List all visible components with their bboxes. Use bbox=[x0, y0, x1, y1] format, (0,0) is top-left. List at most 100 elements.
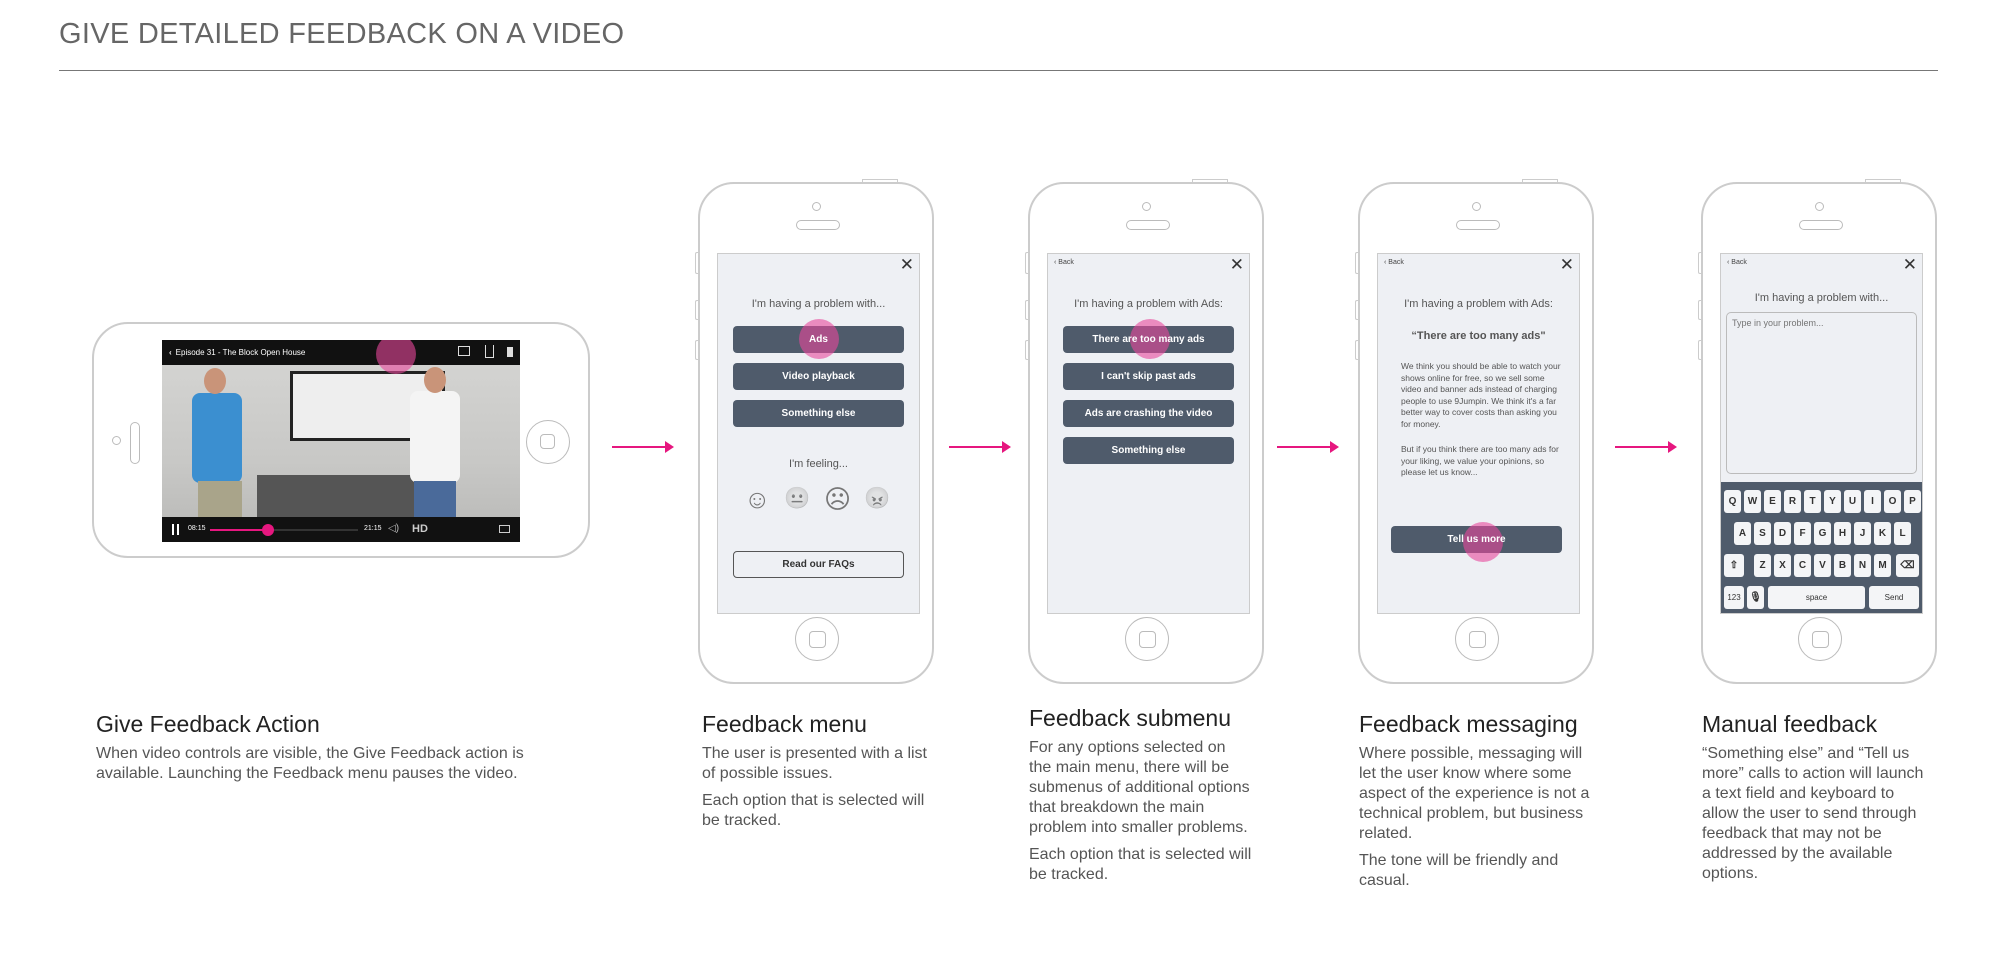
landscape-phone: ‹Episode 31 - The Block Open House 08:15… bbox=[92, 322, 590, 558]
episode-title: Episode 31 - The Block Open House bbox=[175, 348, 306, 357]
hd-toggle[interactable]: HD bbox=[412, 523, 428, 535]
bookmark-icon[interactable] bbox=[507, 347, 513, 357]
close-icon[interactable]: ✕ bbox=[899, 255, 914, 274]
pause-icon[interactable] bbox=[172, 524, 179, 535]
caption-line: that breakdown the main bbox=[1029, 799, 1205, 816]
speaker bbox=[1799, 220, 1843, 230]
caption-line: “Something else” and “Tell us bbox=[1702, 745, 1910, 762]
seek-handle[interactable] bbox=[261, 524, 274, 536]
camera bbox=[112, 436, 121, 445]
page-title: GIVE DETAILED FEEDBACK ON A VIDEO bbox=[59, 18, 625, 50]
caption-line: be tracked. bbox=[1029, 866, 1109, 883]
caption-line: feedback that may not be bbox=[1702, 825, 1882, 842]
microphone-icon[interactable]: 🎙 bbox=[1747, 586, 1764, 609]
option-cant-skip-ads-button[interactable]: I can't skip past ads bbox=[1063, 363, 1234, 390]
back-button[interactable]: ‹ Back bbox=[1054, 259, 1074, 266]
key-e[interactable]: E bbox=[1764, 490, 1781, 513]
key-f[interactable]: F bbox=[1794, 522, 1811, 545]
key-m[interactable]: M bbox=[1874, 554, 1891, 577]
feedback-icon[interactable] bbox=[458, 346, 470, 356]
key-z[interactable]: Z bbox=[1754, 554, 1771, 577]
angry-face-icon[interactable]: 😠 bbox=[864, 487, 891, 510]
delete-key-icon[interactable]: ⌫ bbox=[1896, 554, 1919, 577]
option-video-playback-button[interactable]: Video playback bbox=[733, 363, 904, 390]
caption-line: problem into smaller problems. bbox=[1029, 819, 1248, 836]
option-ads-crashing-button[interactable]: Ads are crashing the video bbox=[1063, 400, 1234, 427]
key-w[interactable]: W bbox=[1744, 490, 1761, 513]
key-o[interactable]: O bbox=[1884, 490, 1901, 513]
caption-line: allow the user to send through bbox=[1702, 805, 1917, 822]
home-button bbox=[1125, 617, 1169, 661]
key-i[interactable]: I bbox=[1864, 490, 1881, 513]
speaker bbox=[796, 220, 840, 230]
numbers-key[interactable]: 123 bbox=[1724, 586, 1744, 609]
send-key[interactable]: Send bbox=[1869, 586, 1919, 609]
key-x[interactable]: X bbox=[1774, 554, 1791, 577]
option-something-else-button[interactable]: Something else bbox=[1063, 437, 1234, 464]
back-button[interactable]: ‹ Back bbox=[1384, 259, 1404, 266]
caption-line: For any options selected on bbox=[1029, 739, 1226, 756]
problem-text-field[interactable] bbox=[1726, 312, 1917, 474]
flow-arrow bbox=[949, 441, 1011, 453]
option-ads-label: Ads bbox=[809, 334, 828, 345]
key-n[interactable]: N bbox=[1854, 554, 1871, 577]
key-j[interactable]: J bbox=[1854, 522, 1871, 545]
key-g[interactable]: G bbox=[1814, 522, 1831, 545]
key-l[interactable]: L bbox=[1894, 522, 1911, 545]
key-y[interactable]: Y bbox=[1824, 490, 1841, 513]
read-faqs-button[interactable]: Read our FAQs bbox=[733, 551, 904, 578]
player-top-bar: ‹Episode 31 - The Block Open House bbox=[162, 340, 520, 365]
share-icon[interactable] bbox=[485, 345, 494, 358]
key-t[interactable]: T bbox=[1804, 490, 1821, 513]
key-k[interactable]: K bbox=[1874, 522, 1891, 545]
space-key[interactable]: space bbox=[1768, 586, 1865, 609]
caption-manual-feedback: Manual feedback“Something else” and “Tel… bbox=[1702, 711, 1923, 891]
key-b[interactable]: B bbox=[1834, 554, 1851, 577]
seek-progress bbox=[210, 529, 268, 531]
caption-title: Give Feedback Action bbox=[96, 711, 320, 737]
key-v[interactable]: V bbox=[1814, 554, 1831, 577]
sad-face-icon[interactable]: ☹ bbox=[824, 484, 852, 514]
manual-feedback-screen: ‹ Back ✕ I'm having a problem with... QW… bbox=[1720, 253, 1923, 614]
back-icon[interactable]: ‹ bbox=[169, 348, 172, 357]
key-d[interactable]: D bbox=[1774, 522, 1791, 545]
key-c[interactable]: C bbox=[1794, 554, 1811, 577]
speaker bbox=[1126, 220, 1170, 230]
key-q[interactable]: Q bbox=[1724, 490, 1741, 513]
option-something-else-button[interactable]: Something else bbox=[733, 400, 904, 427]
key-s[interactable]: S bbox=[1754, 522, 1771, 545]
menu-heading: I'm having a problem with... bbox=[751, 298, 886, 310]
caption-title: Feedback menu bbox=[702, 711, 867, 737]
key-r[interactable]: R bbox=[1784, 490, 1801, 513]
volume-icon[interactable]: ◁) bbox=[388, 523, 400, 534]
close-icon[interactable]: ✕ bbox=[1229, 255, 1244, 274]
home-button bbox=[795, 617, 839, 661]
key-p[interactable]: P bbox=[1904, 490, 1921, 513]
happy-face-icon[interactable]: ☺ bbox=[744, 484, 771, 514]
caption-line: submenus of additional options bbox=[1029, 779, 1250, 796]
back-button[interactable]: ‹ Back bbox=[1727, 259, 1747, 266]
key-h[interactable]: H bbox=[1834, 522, 1851, 545]
tap-indicator bbox=[799, 319, 839, 359]
key-u[interactable]: U bbox=[1844, 490, 1861, 513]
shift-key-icon[interactable]: ⇧ bbox=[1724, 554, 1744, 577]
airplay-icon[interactable] bbox=[499, 525, 510, 533]
caption-line: Where possible, messaging will bbox=[1359, 745, 1583, 762]
seek-bar[interactable] bbox=[210, 524, 358, 536]
caption-line: the main menu, there will be bbox=[1029, 759, 1230, 776]
home-button bbox=[1798, 617, 1842, 661]
tap-indicator bbox=[1463, 522, 1503, 562]
close-icon[interactable]: ✕ bbox=[1902, 255, 1917, 274]
caption-line: addressed by the available bbox=[1702, 845, 1893, 862]
video-player[interactable]: ‹Episode 31 - The Block Open House 08:15… bbox=[162, 340, 520, 542]
close-icon[interactable]: ✕ bbox=[1559, 255, 1574, 274]
key-a[interactable]: A bbox=[1734, 522, 1751, 545]
caption-line: a text field and keyboard to bbox=[1702, 785, 1895, 802]
neutral-face-icon[interactable]: 😐 bbox=[784, 487, 811, 510]
submenu-heading: I'm having a problem with Ads: bbox=[1074, 298, 1223, 310]
